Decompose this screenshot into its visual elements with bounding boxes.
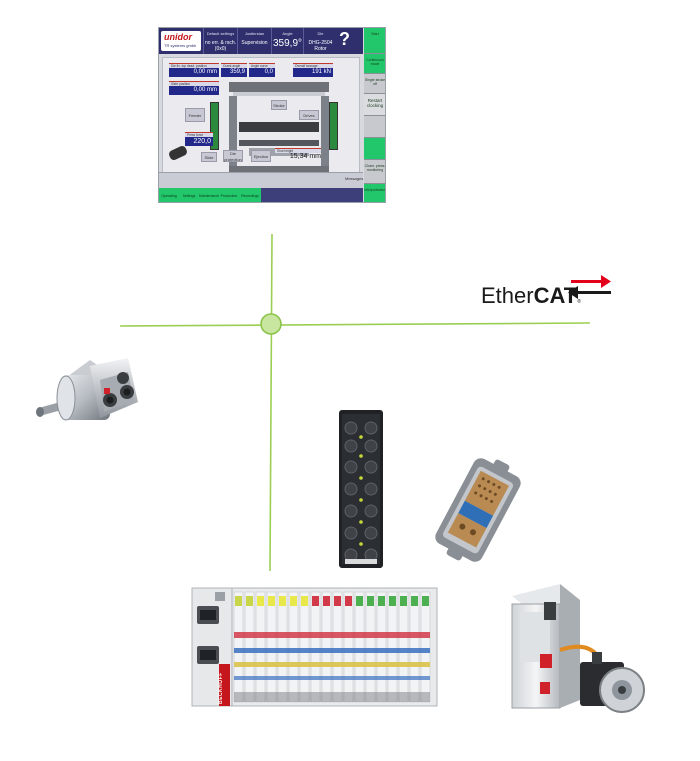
header-cell-angle: Angle 359,9° — [271, 28, 303, 54]
force-gauge-left — [210, 102, 219, 150]
readout-value: 0,0 — [249, 68, 275, 77]
header-cell-settings: Default settings no err. & rsch. (0x0) — [203, 28, 237, 54]
tab-production[interactable]: Production — [219, 188, 240, 202]
side-button-info[interactable]: Info/protection — [364, 184, 385, 202]
side-button-blank-1[interactable] — [364, 116, 385, 138]
ethercat-terminal-station-image — [191, 587, 438, 707]
readout-caption: Die fix. top dead. position — [169, 63, 219, 68]
tab-empty-area — [261, 188, 363, 202]
readout-caption: Overall tonnage — [293, 63, 333, 68]
hmi-bottom-bar: Messages Operating Settings Maintenance … — [159, 172, 363, 202]
readout-caption: Angle curve — [249, 63, 275, 68]
hmi-header-bar: unidor TR systems gmbh Default settings … — [159, 28, 363, 54]
hmi-side-buttons: Start Continuous mode Single stroke off … — [364, 28, 385, 202]
force-gauge-right — [329, 102, 338, 150]
readout-caption: Shut height — [275, 148, 321, 153]
rotary-encoder-image — [36, 358, 138, 421]
side-button-start[interactable]: Start — [364, 28, 385, 54]
panel-feeder[interactable]: Feeder — [185, 108, 205, 122]
side-button-continuous[interactable]: Continuous mode — [364, 54, 385, 74]
heavy-duty-connector-image — [435, 458, 521, 562]
tab-operating[interactable]: Operating — [159, 188, 180, 202]
panel-ejection[interactable]: Ejection — [251, 150, 271, 162]
ethercat-logo: EtherCAT® — [481, 283, 581, 309]
panel-stroke[interactable]: Stroke — [271, 100, 287, 110]
readout-value: 220,0 — [185, 137, 213, 146]
brand-name: unidor — [164, 32, 192, 42]
header-cell-die: Die DHG-2504 Rotor — [303, 28, 337, 54]
readout-value: 0,00 mm — [169, 68, 219, 77]
tab-settings[interactable]: Settings — [179, 188, 200, 202]
beckhoff-label: BECKHOFF — [218, 672, 224, 704]
readout-value: 15,34 mm — [289, 153, 321, 160]
sensor-cable-icon — [167, 144, 189, 162]
bus-junction-node — [260, 313, 282, 335]
tab-maintenance[interactable]: Maintenance — [199, 188, 220, 202]
help-icon[interactable]: ? — [339, 29, 350, 49]
unidor-logo: unidor TR systems gmbh — [161, 31, 201, 51]
readout-caption: Press force — [185, 132, 213, 137]
bus-line-vertical — [269, 233, 273, 572]
ethercat-logo-bold: CAT — [533, 283, 578, 308]
panel-slide[interactable]: Slide — [201, 152, 217, 162]
side-button-restart[interactable]: Restart clocking — [364, 94, 385, 116]
readout-value: 359,9 — [221, 68, 247, 77]
ethercat-logo-prefix: Ether — [481, 283, 534, 308]
tab-recordings[interactable]: Recordings — [239, 188, 262, 202]
side-button-blank-2[interactable] — [364, 138, 385, 160]
side-button-single-stroke[interactable]: Single stroke off — [364, 74, 385, 94]
readout-caption: Slide position — [169, 81, 219, 86]
panel-drives[interactable]: Drives — [299, 110, 319, 120]
press-hmi-screen: unidor TR systems gmbh Default settings … — [158, 27, 386, 203]
readout-value: 0,00 mm — [169, 86, 219, 95]
header-cell-mode: Justierstan Supervision — [237, 28, 271, 54]
ethercat-bus — [119, 233, 591, 572]
message-area — [159, 172, 363, 189]
ethercat-logo-arrows — [568, 275, 611, 299]
readout-caption: Crank angle — [221, 63, 247, 68]
brand-sub: TR systems gmbh — [164, 43, 197, 48]
side-button-chamber[interactable]: Cham. press. monitoring — [364, 160, 385, 184]
bus-line-horizontal — [119, 322, 591, 327]
io-box-module-image — [339, 410, 383, 568]
servo-drive-and-motor-image — [511, 584, 645, 713]
registered-mark: ® — [577, 299, 581, 305]
messages-label[interactable]: Messages — [345, 176, 364, 181]
readout-value: 191 kN — [293, 68, 333, 77]
panel-die-protection[interactable]: Die protection — [223, 150, 243, 162]
